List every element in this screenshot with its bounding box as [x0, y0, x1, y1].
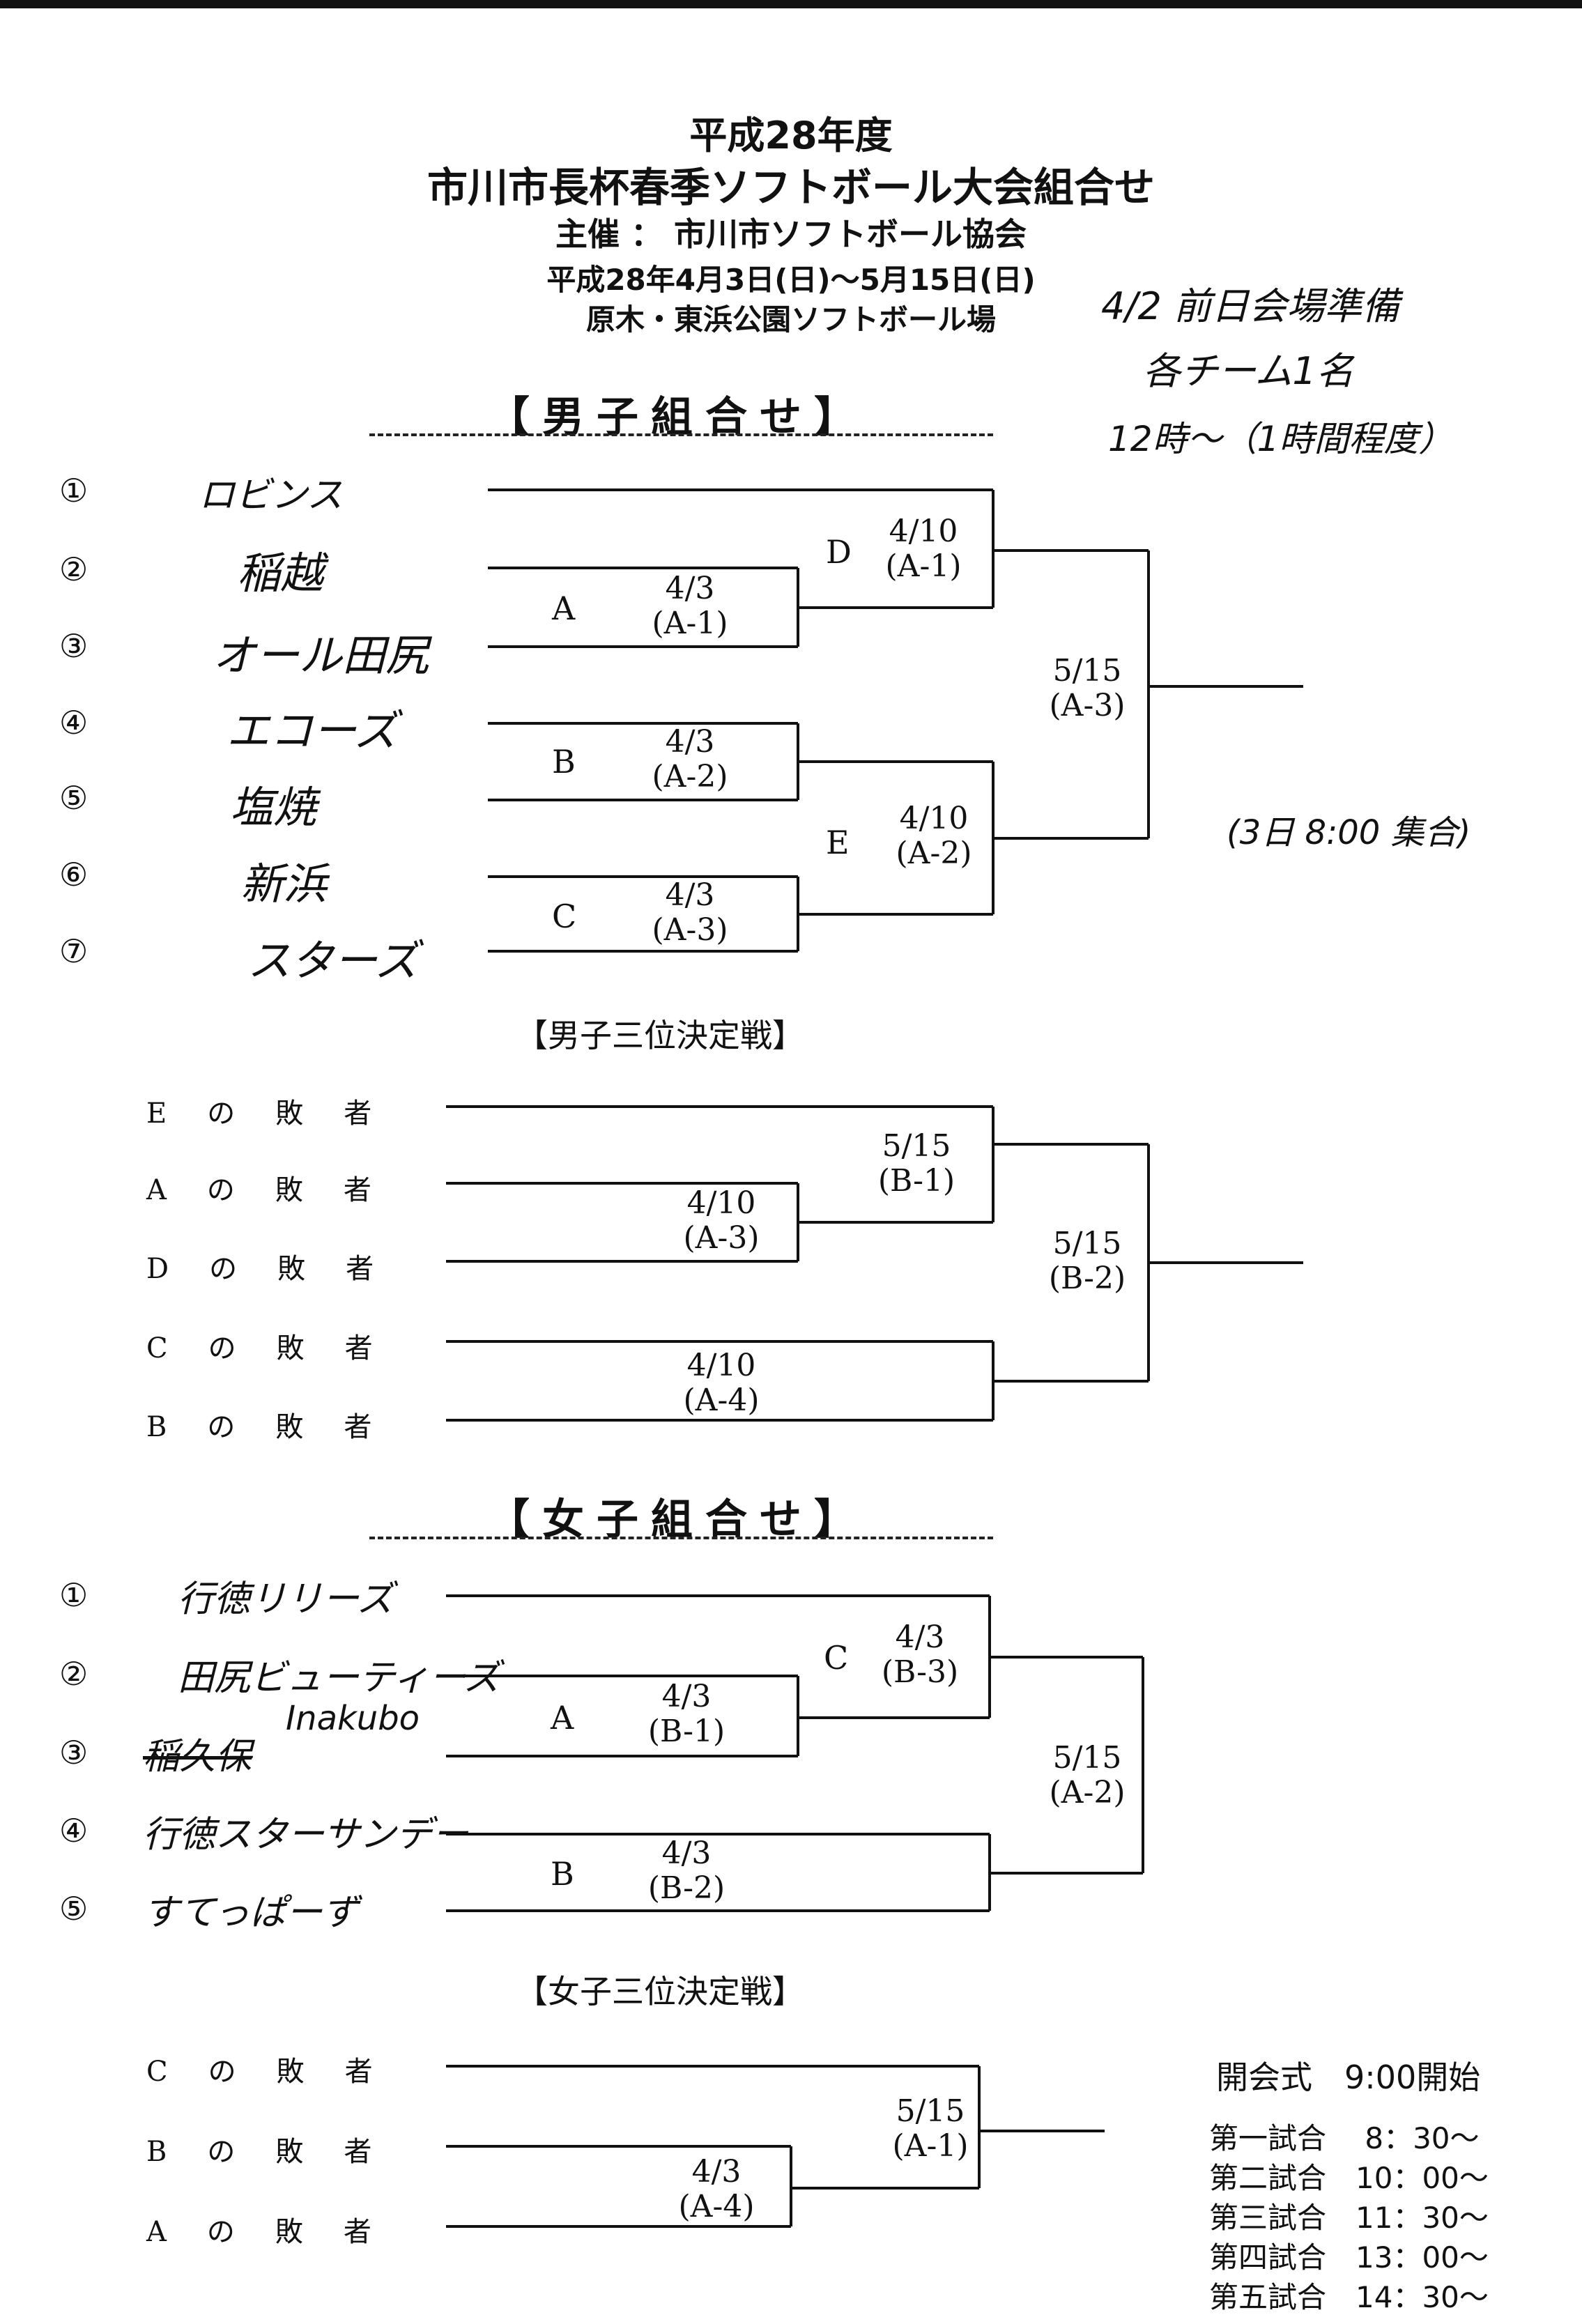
match-label: 5/15(B-1)	[877, 1128, 955, 1199]
match-label: 4/10(A-1)	[885, 514, 962, 584]
match-label: 4/3(A-4)	[678, 2154, 755, 2224]
mens-team-name: オール田尻	[213, 630, 429, 681]
match-label: 4/3(A-3)	[652, 877, 728, 948]
womens-third-heading: 【女子三位決定戦】	[516, 1973, 804, 2010]
mens-team-num: ②	[59, 551, 89, 588]
loser-entry: Cの敗者	[146, 1332, 413, 1364]
match-letter: D	[826, 533, 852, 571]
match-label: 4/10(A-3)	[683, 1185, 760, 1256]
note-prep: 4/2 前日会場準備	[1101, 284, 1400, 328]
match-label: 4/3(B-3)	[881, 1619, 959, 1690]
match-label: 4/3(A-2)	[652, 724, 728, 794]
womens-heading-rule	[369, 1537, 993, 1539]
match-letter: C	[552, 898, 577, 935]
mens-team-name: エコーズ	[226, 705, 397, 756]
match-label: 5/15(A-1)	[892, 2093, 969, 2164]
womens-team-name: 行徳リリーズ	[178, 1578, 394, 1620]
match-label: 4/3(B-1)	[647, 1679, 725, 1749]
match-label: 4/10(A-2)	[896, 801, 972, 871]
mens-third-heading: 【男子三位決定戦】	[516, 1017, 804, 1054]
womens-team-name: 田尻ビューティーズ	[178, 1657, 500, 1699]
loser-entry: Bの敗者	[146, 2136, 413, 2168]
loser-entry: Dの敗者	[146, 1253, 415, 1285]
mens-team-num: ④	[59, 704, 89, 741]
opening-ceremony: 開会式 9:00開始	[1216, 2058, 1481, 2096]
game-time: 第四試合 13：00〜	[1209, 2240, 1489, 2275]
game-time: 第二試合 10：00〜	[1209, 2161, 1489, 2195]
note-per-team: 各チーム1名	[1143, 349, 1354, 393]
mens-team-name: 塩焼	[230, 782, 317, 833]
match-label: 5/15(A-2)	[1049, 1740, 1126, 1810]
womens-team-num: ⑤	[59, 1890, 89, 1927]
loser-entry: Cの敗者	[146, 2056, 413, 2088]
mens-team-num: ⑤	[59, 779, 89, 817]
womens-team-num: ③	[59, 1734, 89, 1771]
match-letter: B	[551, 1855, 574, 1893]
match-label: 5/15(B-2)	[1048, 1226, 1126, 1296]
title-dates: 平成28年4月3日(日)〜5月15日(日)	[546, 263, 1036, 297]
mens-team-name: 新浜	[240, 859, 328, 909]
note-assembly: (3日 8:00 集合)	[1227, 813, 1471, 852]
mens-team-num: ③	[59, 627, 89, 665]
womens-team-name: 行徳スターサンデー	[143, 1814, 468, 1856]
match-label: 5/15(A-3)	[1049, 653, 1126, 723]
title-venue: 原木・東浜公園ソフトボール場	[585, 302, 996, 337]
game-time: 第五試合 14：30〜	[1209, 2280, 1489, 2314]
title-main: 市川市長杯春季ソフトボール大会組合せ	[427, 164, 1155, 211]
match-letter: A	[551, 1699, 574, 1737]
womens-heading: 【女子組合せ】	[488, 1495, 868, 1544]
loser-entry: Bの敗者	[146, 1411, 413, 1443]
mens-team-num: ⑥	[59, 856, 89, 893]
top-border	[0, 0, 1582, 8]
game-time: 第一試合 8：30〜	[1209, 2121, 1480, 2155]
womens-team-num: ④	[59, 1812, 89, 1849]
title-organizer: 主催 ： 市川市ソフトボール協会	[555, 215, 1027, 253]
match-label: 4/10(A-4)	[683, 1348, 760, 1418]
womens-team-num: ②	[59, 1655, 89, 1693]
mens-team-num: ①	[59, 472, 89, 509]
mens-third-bracket	[446, 1105, 1303, 1422]
title-year: 平成28年度	[689, 114, 893, 157]
match-letter: B	[552, 743, 576, 780]
mens-team-name: 稲越	[237, 548, 324, 599]
womens-bracket	[446, 1594, 1144, 1912]
match-letter: A	[552, 590, 576, 627]
mens-team-num: ⑦	[59, 932, 89, 970]
mens-heading-rule	[369, 433, 993, 436]
match-letter: C	[824, 1639, 849, 1677]
note-time: 12時〜（1時間程度）	[1108, 419, 1454, 459]
mens-team-name: ロビンス	[199, 475, 343, 516]
loser-entry: Aの敗者	[146, 2216, 412, 2248]
note-inakubo: Inakubo	[286, 1699, 420, 1738]
womens-team-name: すてっぱーず	[143, 1892, 359, 1934]
womens-third-bracket	[446, 2065, 1105, 2228]
womens-team-num: ①	[59, 1576, 89, 1614]
mens-team-name: スターズ	[247, 935, 418, 986]
loser-entry: Aの敗者	[146, 1174, 412, 1206]
loser-entry: Eの敗者	[146, 1098, 413, 1130]
game-time: 第三試合 11：30〜	[1209, 2201, 1489, 2235]
match-label: 4/3(B-2)	[647, 1836, 725, 1906]
mens-bracket	[488, 488, 1303, 953]
match-label: 4/3(A-1)	[652, 571, 728, 641]
womens-team-name: 稲久保	[143, 1736, 252, 1778]
match-letter: E	[826, 824, 850, 861]
